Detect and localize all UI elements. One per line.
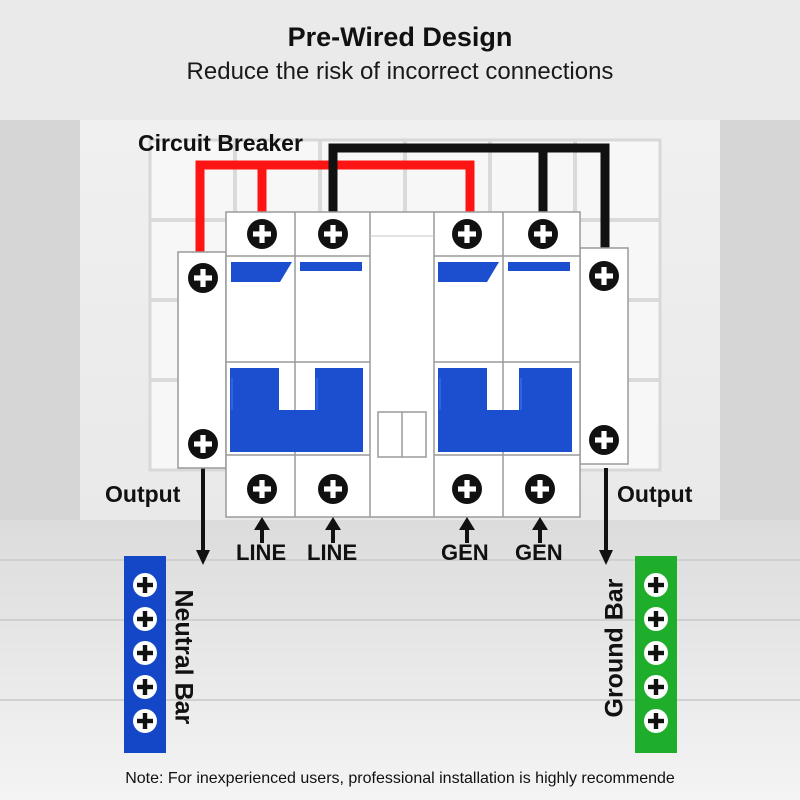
neutral-bar-label: Neutral Bar — [169, 589, 198, 725]
circuit-breaker-body — [225, 211, 581, 518]
output-wire-left — [196, 468, 210, 565]
page-title: Pre-Wired Design — [287, 22, 513, 52]
plus-screw-icon[interactable] — [644, 641, 668, 665]
plus-screw-icon[interactable] — [644, 675, 668, 699]
output-wire-right — [599, 468, 613, 565]
screw-icon[interactable] — [318, 219, 348, 249]
screw-icon[interactable] — [589, 261, 619, 291]
plus-screw-icon[interactable] — [644, 607, 668, 631]
page-subtitle: Reduce the risk of incorrect connections — [186, 58, 614, 85]
circuit-breaker-label: Circuit Breaker — [138, 130, 303, 156]
ground-bar — [635, 556, 677, 753]
ground-bar-label: Ground Bar — [600, 578, 629, 718]
plus-screw-icon[interactable] — [133, 709, 157, 733]
input-arrows — [254, 517, 548, 543]
screw-icon[interactable] — [452, 219, 482, 249]
gen-label-2: GEN — [515, 540, 563, 565]
screw-icon[interactable] — [188, 263, 218, 293]
plus-screw-icon[interactable] — [644, 709, 668, 733]
side-module-left — [177, 251, 227, 469]
screw-icon[interactable] — [525, 474, 555, 504]
plus-screw-icon[interactable] — [133, 607, 157, 631]
plus-screw-icon[interactable] — [133, 641, 157, 665]
line-label-2: LINE — [307, 540, 358, 565]
neutral-bar — [124, 556, 166, 753]
gen-label-1: GEN — [441, 540, 489, 565]
plus-screw-icon[interactable] — [133, 573, 157, 597]
line-label-1: LINE — [236, 540, 287, 565]
output-label-right: Output — [617, 481, 693, 507]
installation-note: Note: For inexperienced users, professio… — [125, 770, 675, 787]
plus-screw-icon[interactable] — [644, 573, 668, 597]
breaker-toggle-gen[interactable] — [438, 368, 572, 452]
screw-icon[interactable] — [589, 425, 619, 455]
screw-icon[interactable] — [247, 474, 277, 504]
screw-icon[interactable] — [318, 474, 348, 504]
screw-icon[interactable] — [452, 474, 482, 504]
screw-icon[interactable] — [188, 429, 218, 459]
screw-icon[interactable] — [247, 219, 277, 249]
output-label-left: Output — [105, 481, 181, 507]
plus-screw-icon[interactable] — [133, 675, 157, 699]
breaker-toggle-line[interactable] — [230, 368, 363, 452]
screw-icon[interactable] — [528, 219, 558, 249]
side-module-right — [579, 247, 629, 465]
